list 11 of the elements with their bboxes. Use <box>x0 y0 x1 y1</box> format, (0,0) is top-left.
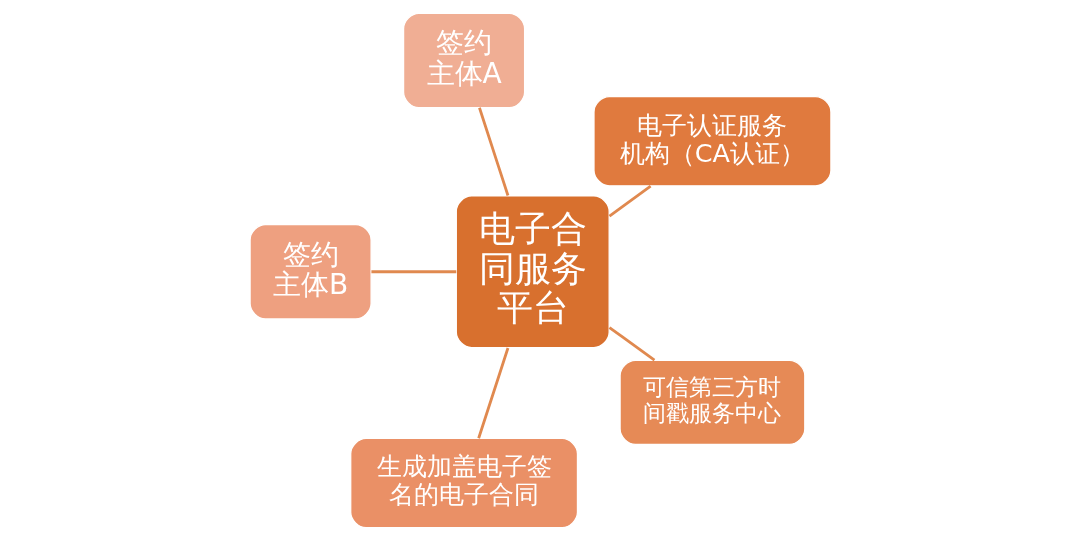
connector <box>608 185 651 218</box>
connector <box>477 107 509 196</box>
node-box: 签约主体A <box>402 12 525 109</box>
node-box: 生成加盖电子签名的电子合同 <box>349 437 578 529</box>
node-box: 签约主体B <box>248 224 372 320</box>
connector <box>608 326 655 362</box>
node-box: 电子合同服务平台 <box>455 195 610 349</box>
node-box: 电子认证服务机构（CA认证） <box>592 96 832 187</box>
connector <box>476 347 509 439</box>
connector <box>370 270 456 274</box>
node-box: 可信第三方时间戳服务中心 <box>618 359 805 445</box>
